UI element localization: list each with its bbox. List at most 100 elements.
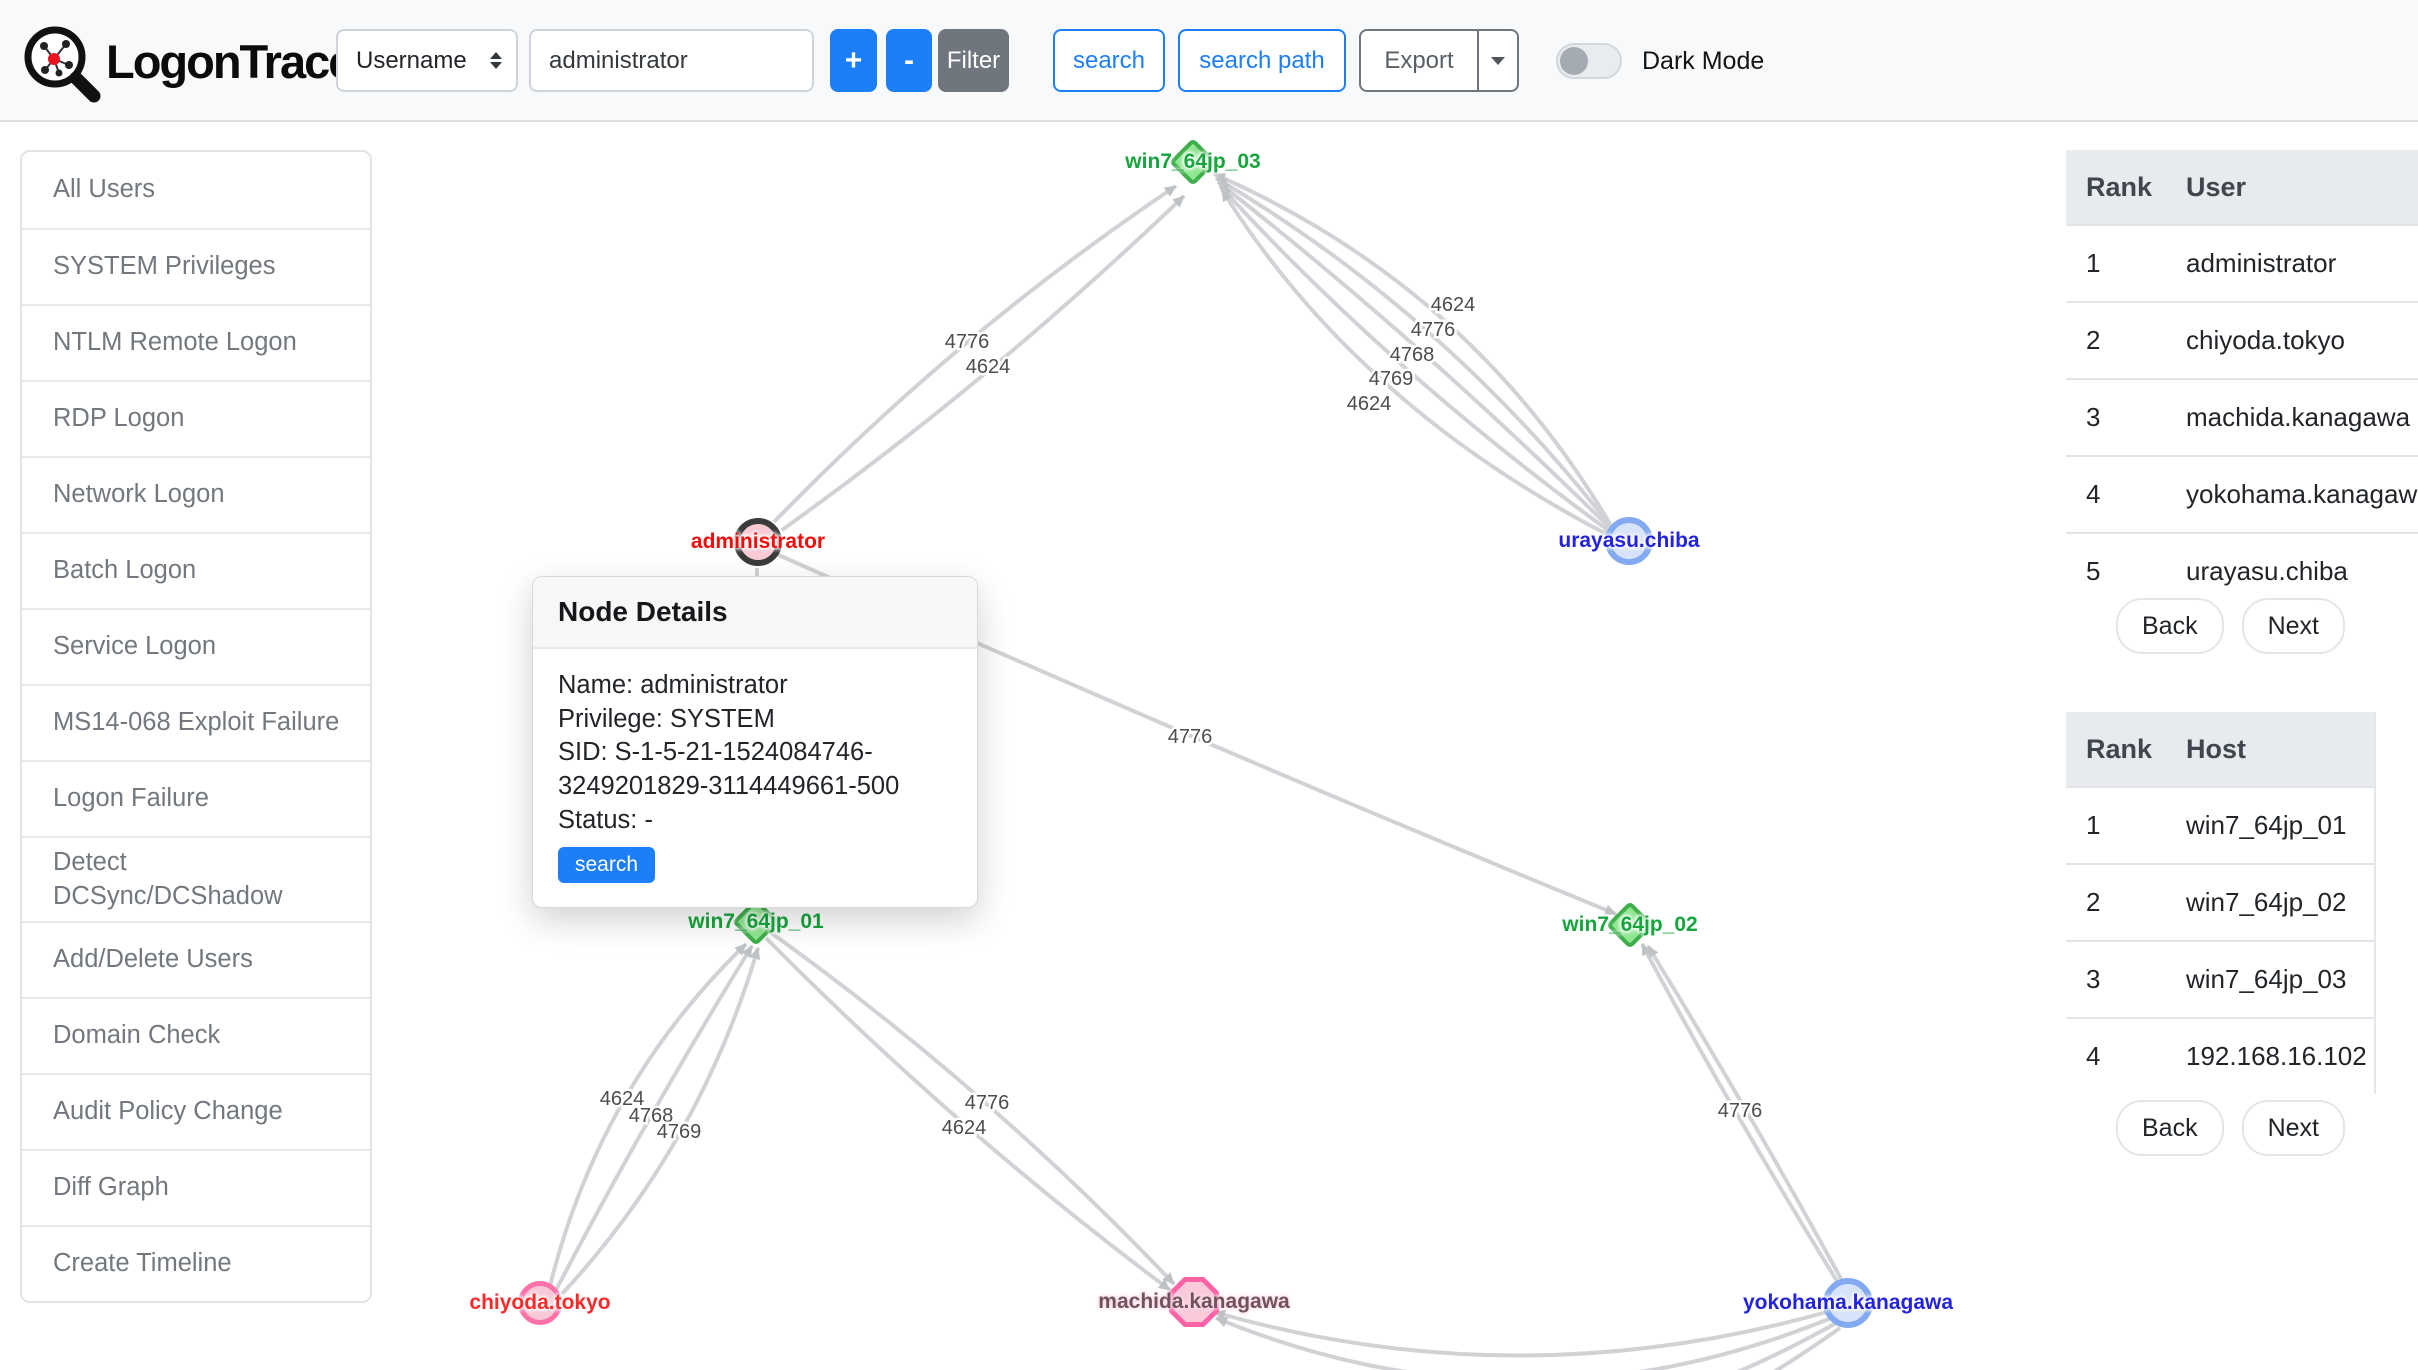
host-ranking-table: Rank Host 1 win7_64jp_01 2 win7_64jp_02 …: [2066, 712, 2376, 1094]
graph-edge[interactable]: [560, 947, 761, 1296]
user-cell: machida.kanagawa: [2186, 402, 2411, 432]
edge-label: 4624: [600, 1088, 645, 1110]
graph-edge[interactable]: [1646, 944, 1848, 1289]
popup-body: Name: administrator Privilege: SYSTEM SI…: [533, 649, 977, 907]
graph-node-win7_64jp_01[interactable]: win7_64jp_01: [688, 897, 824, 947]
sidebar-item-add-delete-users[interactable]: Add/Delete Users: [22, 921, 370, 997]
rank-cell: 1: [2086, 248, 2101, 278]
graph-edge[interactable]: [772, 184, 1178, 524]
table-row[interactable]: 2 chiyoda.tokyo: [2066, 301, 2418, 378]
sidebar-item-domain-check[interactable]: Domain Check: [22, 997, 370, 1073]
graph-node-chiyoda-tokyo[interactable]: chiyoda.tokyo: [469, 1281, 611, 1325]
table-row[interactable]: 1 administrator: [2066, 224, 2418, 301]
sidebar-item-audit-policy[interactable]: Audit Policy Change: [22, 1073, 370, 1149]
search-button[interactable]: search: [1053, 29, 1165, 92]
dark-mode-toggle[interactable]: [1556, 43, 1622, 79]
table-row[interactable]: 3 machida.kanagawa: [2066, 378, 2418, 455]
zoom-out-button[interactable]: -: [886, 29, 932, 92]
graph-edge[interactable]: [1218, 184, 1618, 538]
sidebar-item-logon-failure[interactable]: Logon Failure: [22, 760, 370, 836]
search-type-value: Username: [356, 46, 467, 74]
sidebar-item-ms14-068[interactable]: MS14-068 Exploit Failure: [22, 684, 370, 760]
magnifier-graph-icon: [24, 26, 101, 103]
graph-node-yokohama-kanagawa[interactable]: yokohama.kanagawa: [1743, 1278, 1953, 1328]
table-row[interactable]: 5 urayasu.chiba: [2066, 532, 2418, 609]
edge-label: 4776: [965, 1092, 1010, 1114]
host-cell: win7_64jp_03: [2186, 964, 2347, 994]
graph-edge[interactable]: [780, 194, 1186, 532]
graph-edge[interactable]: [1220, 188, 1619, 542]
edge-label: 4769: [657, 1121, 702, 1143]
graph-node-machida-kanagawa[interactable]: machida.kanagawa: [1098, 1277, 1290, 1327]
sidebar-item-diff-graph[interactable]: Diff Graph: [22, 1149, 370, 1225]
node-label: win7_64jp_03: [1125, 150, 1261, 173]
host-column-header: Host: [2186, 733, 2246, 764]
graph-edge[interactable]: [768, 930, 1176, 1286]
graph-node-win7_64jp_03[interactable]: win7_64jp_03: [1125, 137, 1261, 187]
sidebar-item-ntlm-remote-logon[interactable]: NTLM Remote Logon: [22, 304, 370, 380]
graph-edge[interactable]: [1215, 1314, 1837, 1370]
graph-edge[interactable]: [1216, 180, 1616, 534]
edge-label: 4776: [1168, 726, 1213, 748]
rank-column-header: Rank: [2086, 733, 2153, 764]
zoom-in-button[interactable]: +: [830, 29, 877, 92]
graph-edge[interactable]: [1213, 172, 1612, 526]
table-row[interactable]: 4 yokohama.kanagawa: [2066, 455, 2418, 532]
search-path-button[interactable]: search path: [1178, 29, 1346, 92]
filter-button[interactable]: Filter: [938, 29, 1009, 92]
rank-cell: 5: [2086, 556, 2101, 586]
table-row[interactable]: 4 192.168.16.102: [2066, 1017, 2374, 1094]
table-row[interactable]: 2 win7_64jp_02: [2066, 863, 2374, 940]
user-circle-shape: [734, 518, 782, 566]
user-back-button[interactable]: Back: [2116, 598, 2224, 654]
user-circle-shape: [1823, 1278, 1873, 1328]
graph-edge[interactable]: [548, 942, 748, 1287]
graph-edge[interactable]: [554, 944, 754, 1291]
dark-mode-label: Dark Mode: [1642, 46, 1765, 75]
edge-label: 4624: [1431, 294, 1476, 316]
export-button[interactable]: Export: [1361, 31, 1479, 90]
table-row[interactable]: 3 win7_64jp_03: [2066, 940, 2374, 1017]
query-sidebar: All Users SYSTEM Privileges NTLM Remote …: [20, 150, 372, 1304]
sidebar-item-service-logon[interactable]: Service Logon: [22, 608, 370, 684]
user-cell: chiyoda.tokyo: [2186, 325, 2345, 355]
sidebar-item-rdp-logon[interactable]: RDP Logon: [22, 380, 370, 456]
user-ranking-pager: Back Next: [2116, 598, 2345, 654]
sidebar-item-all-users[interactable]: All Users: [53, 175, 156, 204]
host-next-button[interactable]: Next: [2241, 1100, 2345, 1156]
sidebar-item-detect-dcsync[interactable]: Detect DCSync/DCShadow: [22, 836, 370, 921]
host-back-button[interactable]: Back: [2116, 1100, 2224, 1156]
graph-edge[interactable]: [1213, 1308, 1835, 1358]
sidebar-item-batch-logon[interactable]: Batch Logon: [22, 532, 370, 608]
graph-node-urayasu-chiba[interactable]: urayasu.chiba: [1558, 517, 1700, 565]
node-label: urayasu.chiba: [1558, 529, 1700, 552]
query-input[interactable]: [529, 29, 814, 92]
graph-edge[interactable]: [1214, 176, 1614, 530]
search-type-select[interactable]: Username: [336, 29, 518, 92]
sidebar-item-system-privileges[interactable]: SYSTEM Privileges: [22, 228, 370, 304]
logontracer-logo[interactable]: LogonTracer: [14, 14, 371, 108]
graph-node-administrator[interactable]: administrator: [691, 518, 825, 566]
user-ranking-table: Rank User 1 administrator 2 chiyoda.toky…: [2066, 150, 2418, 609]
graph-edge[interactable]: [1640, 943, 1842, 1288]
user-cell: yokohama.kanagawa: [2186, 479, 2418, 509]
graph-edge[interactable]: [764, 936, 1172, 1292]
table-row[interactable]: 1 win7_64jp_01: [2066, 786, 2374, 863]
popup-sid-line: SID: S-1-5-21-1524084746-3249201829-3114…: [558, 738, 900, 800]
rank-cell: 3: [2086, 402, 2101, 432]
graph-node-win7_64jp_02[interactable]: win7_64jp_02: [1562, 900, 1698, 950]
edge-label: 4776: [945, 331, 990, 353]
sidebar-item-create-timeline[interactable]: Create Timeline: [22, 1225, 370, 1301]
rank-cell: 2: [2086, 325, 2101, 355]
popup-title: Node Details: [533, 577, 977, 649]
sidebar-item-network-logon[interactable]: Network Logon: [22, 456, 370, 532]
graph-edge[interactable]: [1350, 1320, 1839, 1370]
export-dropdown-toggle[interactable]: [1479, 31, 1517, 90]
rank-cell: 3: [2086, 964, 2101, 994]
user-next-button[interactable]: Next: [2241, 598, 2345, 654]
popup-status-line: Status: -: [558, 805, 653, 834]
popup-search-button[interactable]: search: [558, 847, 655, 884]
select-updown-icon: [490, 52, 502, 69]
